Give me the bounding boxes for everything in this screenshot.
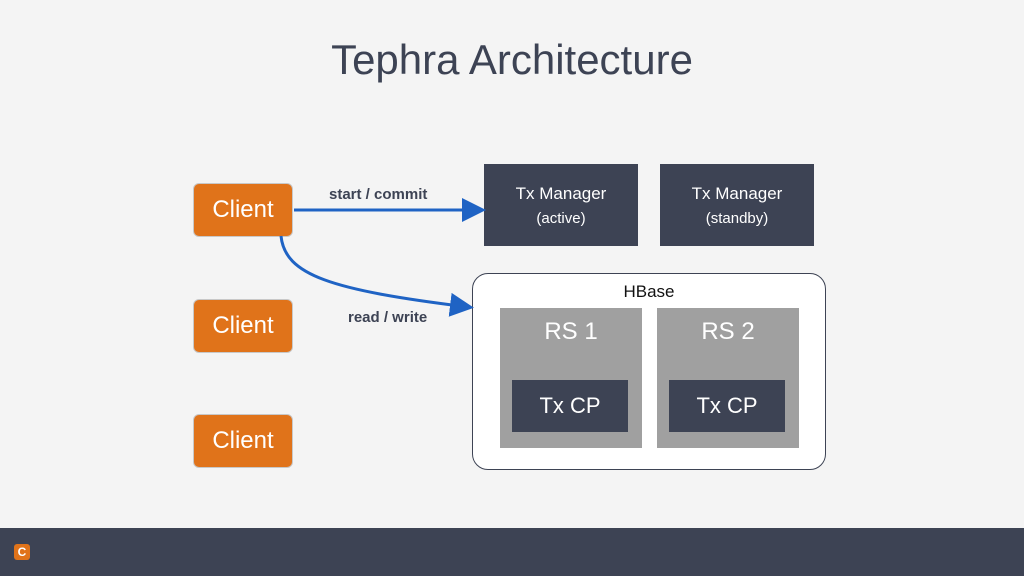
tx-manager-active: Tx Manager (active) bbox=[484, 164, 638, 246]
region-server-label: RS 1 bbox=[544, 318, 598, 345]
start-commit-label: start / commit bbox=[329, 186, 428, 203]
cask-logo-icon: C bbox=[14, 544, 30, 560]
region-server-2: RS 2 Tx CP bbox=[657, 308, 799, 448]
tx-coprocessor: Tx CP bbox=[512, 380, 628, 432]
tx-manager-name: Tx Manager bbox=[515, 183, 607, 203]
tx-manager-state: (standby) bbox=[705, 209, 769, 227]
hbase-label: HBase bbox=[623, 282, 675, 301]
slide-title: Tephra Architecture bbox=[331, 36, 693, 83]
tx-manager-standby: Tx Manager (standby) bbox=[660, 164, 814, 246]
footer-bar: C bbox=[0, 528, 1024, 576]
client-box-1: Client bbox=[193, 183, 293, 237]
tx-manager-state: (active) bbox=[536, 209, 586, 227]
region-server-label: RS 2 bbox=[701, 318, 755, 345]
client-box-2: Client bbox=[193, 299, 293, 353]
tx-coprocessor: Tx CP bbox=[669, 380, 785, 432]
read-write-label: read / write bbox=[348, 309, 428, 326]
region-server-1: RS 1 Tx CP bbox=[500, 308, 642, 448]
read-write-arrow bbox=[279, 235, 474, 317]
client-box-3: Client bbox=[193, 414, 293, 468]
tx-manager-name: Tx Manager bbox=[691, 183, 783, 203]
